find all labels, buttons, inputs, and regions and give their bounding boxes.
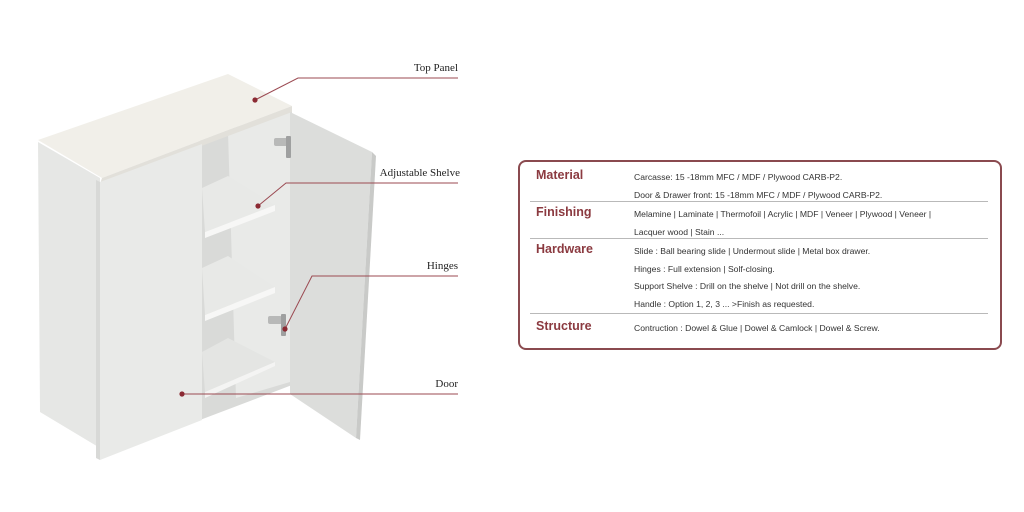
spec-values-structure: Contruction : Dowel & Glue | Dowel & Cam…	[634, 320, 880, 338]
spec-line: Slide : Ball bearing slide | Undermout s…	[634, 246, 871, 256]
row-separator	[530, 238, 988, 239]
spec-line: Hinges : Full extension | Solf-closing.	[634, 263, 775, 274]
marker-top-panel	[252, 97, 258, 103]
marker-door	[179, 391, 185, 397]
leader-adjustable-shelve	[257, 182, 458, 207]
left-door	[100, 144, 202, 460]
upper-hinge-icon	[274, 136, 291, 158]
spec-heading-structure: Structure	[536, 319, 592, 333]
spec-line: Door & Drawer front: 15 -18mm MFC / MDF …	[634, 189, 883, 200]
bottom-panel	[202, 338, 275, 392]
bottom-panel-edge	[205, 362, 275, 398]
upper-shelf-edge	[205, 205, 275, 238]
callout-hinges: Hinges	[426, 260, 458, 272]
lower-shelf	[202, 256, 275, 315]
spec-values-finishing: Melamine | Laminate | Thermofoil | Acryl…	[634, 206, 931, 241]
callout-door: Door	[435, 378, 458, 390]
leader-top-panel	[254, 77, 458, 101]
spec-heading-material: Material	[536, 168, 584, 182]
spec-line: Contruction : Dowel & Glue | Dowel & Cam…	[634, 323, 880, 333]
spec-values-material: Carcasse: 15 -18mm MFC / MDF / Plywood C…	[634, 169, 882, 204]
spec-heading-finishing: Finishing	[536, 205, 592, 219]
callout-adjustable-shelve: Adjustable Shelve	[379, 167, 460, 179]
leader-hinges	[284, 275, 458, 330]
row-separator	[530, 313, 988, 314]
left-door-edge	[96, 180, 100, 460]
spec-heading-hardware: Hardware	[536, 242, 593, 256]
callout-top-panel: Top Panel	[413, 62, 458, 74]
cabinet-illustration	[38, 74, 458, 460]
spec-values-hardware: Slide : Ball bearing slide | Undermout s…	[634, 243, 870, 313]
top-panel	[38, 74, 292, 178]
upper-shelf	[202, 176, 275, 232]
right-door	[290, 112, 372, 438]
right-door-edge	[356, 152, 376, 440]
row-separator	[530, 201, 988, 202]
spec-line: Handle : Option 1, 2, 3 ... >Finish as r…	[634, 298, 815, 309]
cabinet-interior-side	[228, 110, 290, 398]
spec-line: Lacquer wood | Stain ...	[634, 226, 725, 237]
spec-table: Material Carcasse: 15 -18mm MFC / MDF / …	[518, 160, 1002, 350]
spec-line: Melamine | Laminate | Thermofoil | Acryl…	[634, 209, 932, 219]
marker-adjustable-shelve	[255, 203, 261, 209]
spec-line: Carcasse: 15 -18mm MFC / MDF / Plywood C…	[634, 172, 843, 182]
lower-shelf-edge	[205, 287, 275, 321]
cabinet-left-side	[38, 142, 100, 448]
marker-hinges	[282, 326, 288, 332]
spec-line: Support Shelve : Drill on the shelve | N…	[634, 281, 861, 291]
